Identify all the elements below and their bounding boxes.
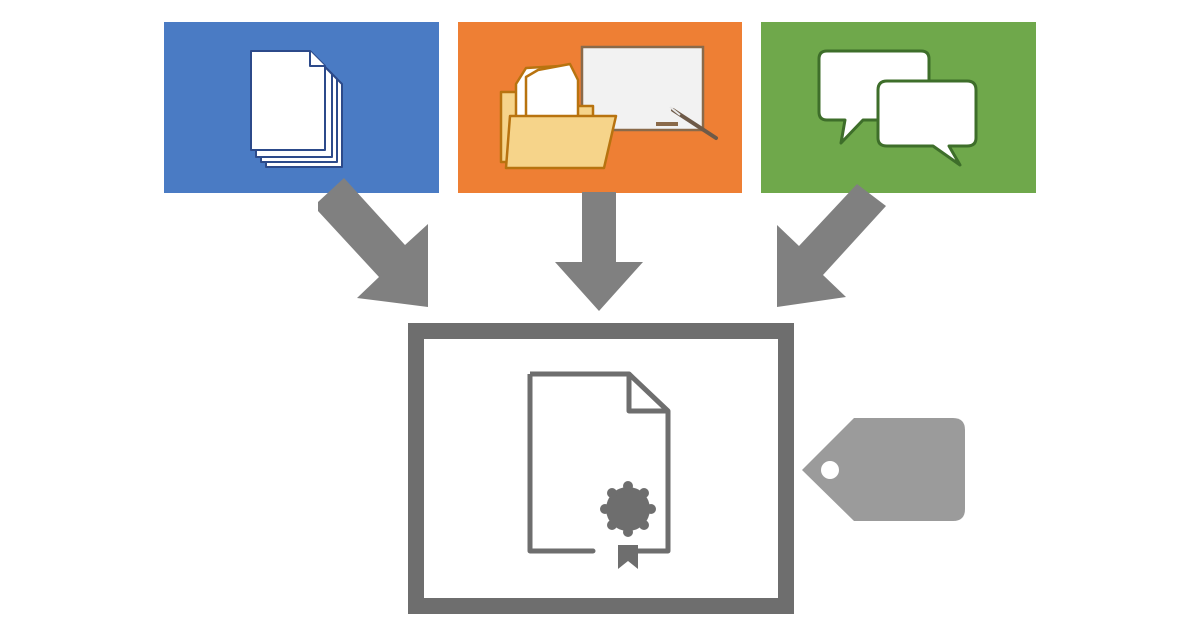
price-tag [802, 418, 965, 521]
arrow-from-chat [777, 184, 886, 307]
price-tag-hole [821, 461, 839, 479]
arrow-from-documents [318, 178, 428, 307]
arrow-from-files [555, 192, 643, 311]
target-frame [408, 323, 794, 614]
chat-bubbles-icon [817, 49, 978, 167]
price-tag-icon [802, 418, 965, 521]
certified-document-icon [527, 371, 671, 569]
source-box-documents [164, 22, 439, 193]
source-box-files [458, 22, 742, 193]
presentation-board-icon [580, 45, 718, 140]
folder-icon [499, 62, 618, 170]
certificate-seal-icon [600, 481, 656, 569]
source-box-chat [761, 22, 1036, 193]
document-stack-icon [250, 50, 343, 168]
